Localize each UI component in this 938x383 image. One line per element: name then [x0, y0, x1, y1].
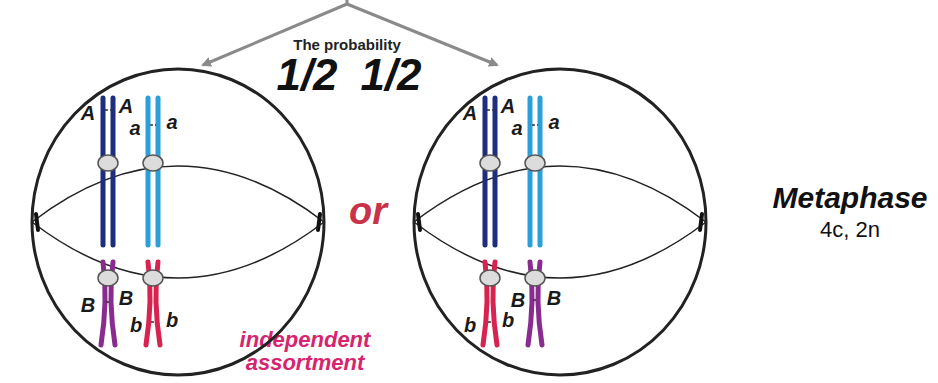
cell-outline: A Aa aB Bb b: [30, 67, 326, 377]
allele-letter: a: [511, 118, 522, 138]
allele-letter: B: [119, 288, 133, 308]
cell-membrane: [412, 67, 708, 377]
probability-caption: The probability: [277, 37, 417, 53]
allele-dashes-right: [487, 110, 538, 322]
allele-dashes-left: [105, 110, 156, 322]
allele-letter: B: [81, 295, 95, 315]
stage-ploidy: 4c, 2n: [770, 218, 930, 241]
allele-letter: b: [502, 310, 514, 330]
probability-value: 1/2: [356, 52, 426, 98]
split-arrow: [203, 0, 497, 65]
stage-name: Metaphase: [770, 182, 930, 214]
allele-letter: b: [464, 315, 476, 335]
spindle-fibers: [32, 166, 706, 278]
probability-value: 1/2: [272, 52, 342, 98]
cell-membrane: [30, 67, 326, 377]
allele-letter: B: [547, 288, 561, 308]
cell-outline: AAaabbBB: [412, 67, 708, 377]
centromeres-left: [98, 155, 163, 286]
or-word: or: [338, 192, 398, 232]
allele-letter: a: [166, 112, 177, 132]
chromosomes-left: [101, 98, 160, 345]
allele-letter: b: [130, 315, 142, 335]
allele-letter: B: [511, 290, 525, 310]
allele-letter: a: [548, 112, 559, 132]
allele-letter: b: [166, 310, 178, 330]
allele-letter: A: [501, 96, 515, 116]
allele-letter: A: [81, 103, 95, 123]
chromosomes-right: [483, 98, 542, 345]
process-name: independent assortment: [226, 326, 384, 376]
allele-letter: A: [119, 96, 133, 116]
centromeres-right: [480, 155, 545, 286]
allele-letter: A: [463, 103, 477, 123]
allele-letter: a: [129, 118, 140, 138]
